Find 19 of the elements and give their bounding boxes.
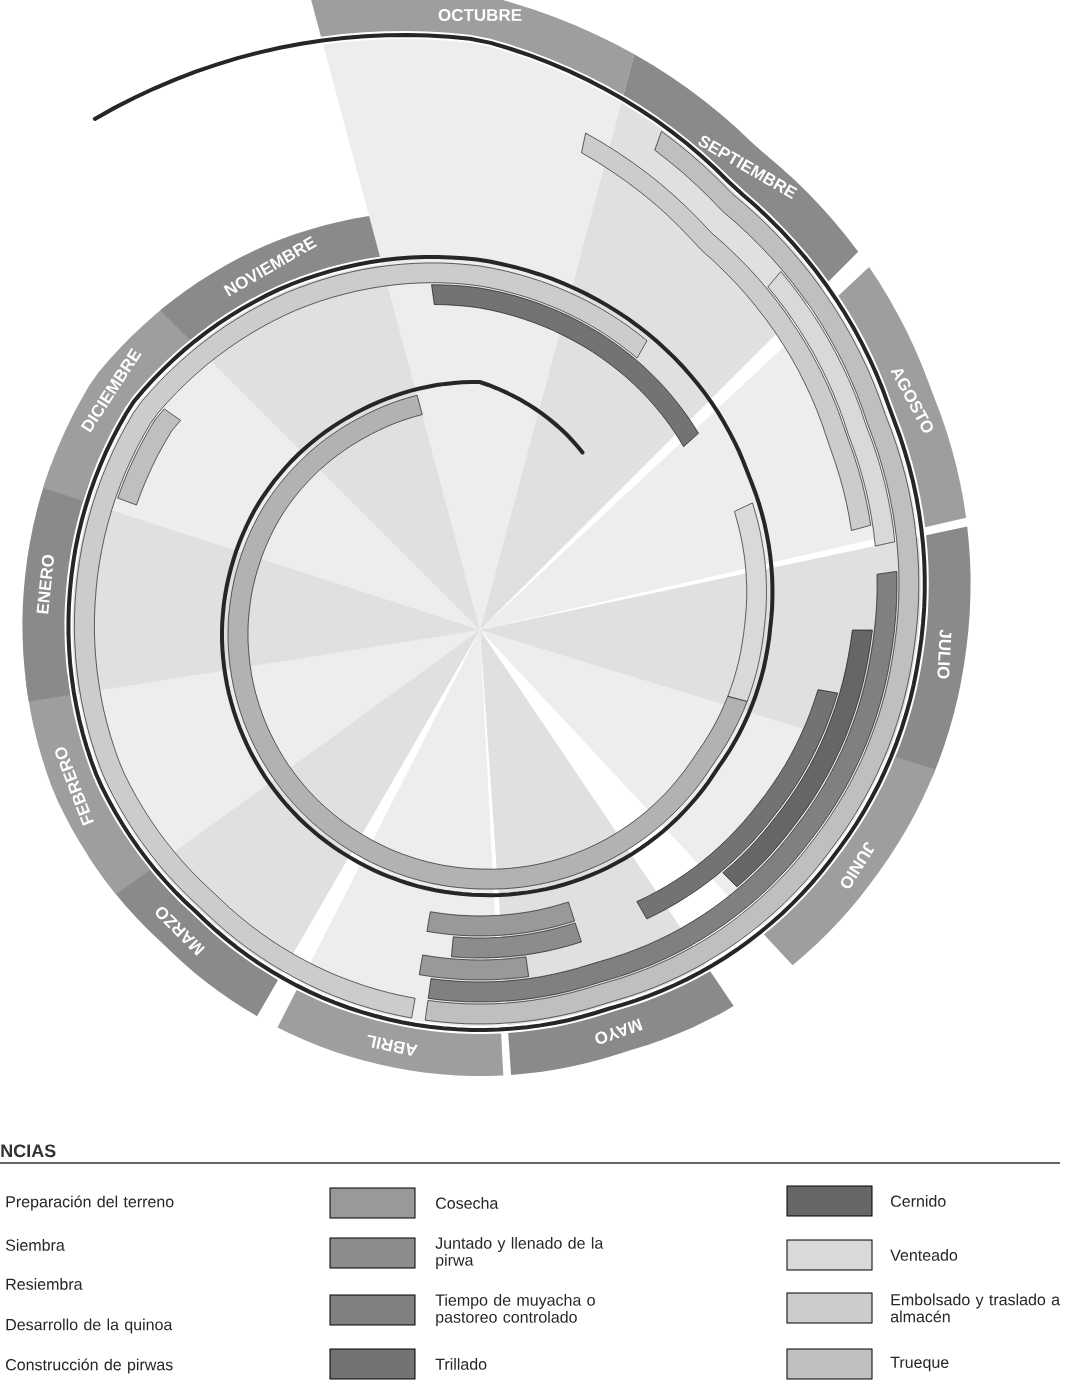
legend-label: Juntado y llenado de la pirwa xyxy=(435,1237,604,1269)
month-label: ABRIL xyxy=(367,1034,418,1056)
legend-label: Siembra xyxy=(5,1239,65,1251)
legend-label: Venteado xyxy=(890,1249,958,1261)
legend-label: Cernido xyxy=(891,1195,946,1207)
legend-label: Trillado xyxy=(435,1358,487,1370)
legend-label: Tiempo de muyacha o pastoreo controlado xyxy=(435,1294,595,1326)
legend-label: Construcción de pirwas xyxy=(6,1358,173,1374)
legend-label: Desarrollo de la quinoa xyxy=(6,1318,173,1334)
legend-heading: NCIAS xyxy=(1,1144,56,1158)
legend-label: Embolsado y traslado a almacén xyxy=(890,1293,1061,1323)
legend-label: Cosecha xyxy=(436,1197,499,1209)
month-label: JULIO xyxy=(937,629,952,679)
legend-label: Trueque xyxy=(890,1356,949,1372)
month-label: MAYO xyxy=(595,1018,643,1044)
legend-label: Resiembra xyxy=(6,1278,83,1290)
month-label: ENERO xyxy=(36,554,54,614)
legend-label: Preparación del terreno xyxy=(6,1195,174,1211)
month-label: OCTUBRE xyxy=(438,8,522,21)
